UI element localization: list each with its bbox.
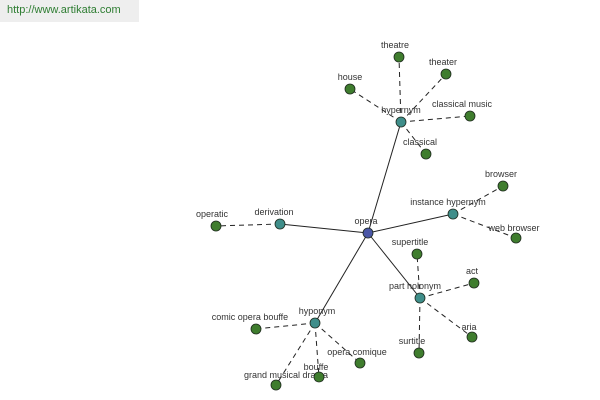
term-node-surtitle[interactable]: surtitle	[399, 336, 426, 359]
edge-opera-derivation	[279, 223, 369, 234]
term-node-act[interactable]: act	[466, 266, 480, 289]
term-node-marker[interactable]	[411, 248, 423, 260]
term-node-operatic[interactable]: operatic	[196, 209, 229, 232]
term-node-label: surtitle	[399, 336, 426, 346]
relation-node-hypernym[interactable]: hypernym	[381, 105, 421, 128]
term-node-marker[interactable]	[440, 68, 452, 80]
relation-node-derivation[interactable]: derivation	[254, 207, 294, 230]
term-node-label: act	[466, 266, 479, 276]
edge-part-holonym-supertitle	[416, 253, 421, 299]
relation-node-label: hyponym	[299, 306, 336, 316]
term-node-theater[interactable]: theater	[429, 57, 457, 80]
term-node-supertitle[interactable]: supertitle	[392, 237, 429, 260]
term-node-label: comic opera bouffe	[212, 312, 288, 322]
edge-opera-hypernym	[367, 121, 402, 234]
term-node-grand-musical-drama[interactable]: grand musical drama	[244, 370, 328, 391]
edge-hypernym-classical	[400, 121, 427, 155]
term-node-marker[interactable]	[393, 51, 405, 63]
edge-opera-instance-hypernym	[367, 213, 454, 234]
term-node-label: grand musical drama	[244, 370, 328, 380]
term-node-marker[interactable]	[250, 323, 262, 335]
term-node-marker[interactable]	[413, 347, 425, 359]
term-node-marker[interactable]	[210, 220, 222, 232]
relation-node-instance-hypernym[interactable]: instance hypernym	[410, 197, 486, 220]
term-node-marker[interactable]	[354, 357, 366, 369]
relation-node-marker[interactable]	[274, 218, 286, 230]
edge-instance-hypernym-web-browser	[452, 213, 517, 239]
edge-opera-part-holonym	[367, 232, 421, 299]
edge-hyponym-bouffe	[314, 322, 320, 378]
edge-part-holonym-surtitle	[418, 297, 421, 354]
term-node-bouffe[interactable]: bouffe	[304, 362, 329, 383]
term-node-classical[interactable]: classical	[403, 137, 437, 160]
edge-hypernym-house	[349, 88, 402, 123]
edge-hyponym-grand-musical-drama	[275, 322, 316, 386]
term-node-label: theater	[429, 57, 457, 67]
relation-node-marker[interactable]	[309, 317, 321, 329]
nodes-layer: theatre theater house classical music classi…	[196, 40, 540, 391]
term-node-house[interactable]: house	[338, 72, 363, 95]
source-banner: http://www.artikata.com	[0, 0, 139, 22]
term-node-marker[interactable]	[466, 331, 478, 343]
term-node-classical-music[interactable]: classical music	[432, 99, 493, 122]
edge-hypernym-classical-music	[400, 115, 471, 123]
term-node-label: operatic	[196, 209, 229, 219]
term-node-aria[interactable]: aria	[461, 322, 478, 343]
relation-node-label: derivation	[254, 207, 293, 217]
term-node-marker[interactable]	[344, 83, 356, 95]
center-node-opera[interactable]: opera	[354, 216, 378, 239]
term-node-label: browser	[485, 169, 517, 179]
edge-hyponym-opera-comique	[314, 322, 361, 364]
term-node-label: classical music	[432, 99, 493, 109]
relation-node-marker[interactable]	[395, 116, 407, 128]
term-node-browser[interactable]: browser	[485, 169, 517, 192]
term-node-marker[interactable]	[468, 277, 480, 289]
center-node-marker[interactable]	[362, 227, 374, 239]
term-node-label: supertitle	[392, 237, 429, 247]
term-node-label: web browser	[487, 223, 539, 233]
term-node-label: classical	[403, 137, 437, 147]
relation-node-marker[interactable]	[447, 208, 459, 220]
edge-part-holonym-aria	[419, 297, 473, 338]
edge-hypernym-theater	[400, 73, 447, 123]
relation-node-label: part holonym	[389, 281, 441, 291]
edge-opera-hyponym	[314, 232, 369, 324]
edge-hyponym-comic-opera-bouffe	[255, 322, 316, 330]
term-node-marker[interactable]	[420, 148, 432, 160]
term-node-comic-opera-bouffe[interactable]: comic opera bouffe	[212, 312, 288, 335]
term-node-label: aria	[461, 322, 476, 332]
relation-node-label: hypernym	[381, 105, 421, 115]
term-node-marker[interactable]	[313, 371, 325, 383]
relation-node-hyponym[interactable]: hyponym	[299, 306, 336, 329]
term-node-marker[interactable]	[497, 180, 509, 192]
term-node-label: bouffe	[304, 362, 329, 372]
term-node-web-browser[interactable]: web browser	[487, 223, 540, 244]
term-node-marker[interactable]	[464, 110, 476, 122]
term-node-label: house	[338, 72, 363, 82]
edge-derivation-operatic	[215, 223, 281, 227]
edge-part-holonym-act	[419, 282, 475, 299]
term-node-marker[interactable]	[270, 379, 282, 391]
term-node-label: theatre	[381, 40, 409, 50]
center-node-label: opera	[354, 216, 377, 226]
edges-layer	[215, 56, 517, 386]
edge-hypernym-theatre	[398, 56, 402, 123]
term-node-theatre[interactable]: theatre	[381, 40, 409, 63]
relation-node-part-holonym[interactable]: part holonym	[389, 281, 441, 304]
edge-instance-hypernym-browser	[452, 185, 504, 215]
relation-node-marker[interactable]	[414, 292, 426, 304]
term-node-opera-comique[interactable]: opera comique	[327, 347, 387, 369]
term-node-label: opera comique	[327, 347, 387, 357]
term-node-marker[interactable]	[510, 232, 522, 244]
source-link[interactable]: http://www.artikata.com	[7, 4, 121, 16]
relation-node-label: instance hypernym	[410, 197, 486, 207]
